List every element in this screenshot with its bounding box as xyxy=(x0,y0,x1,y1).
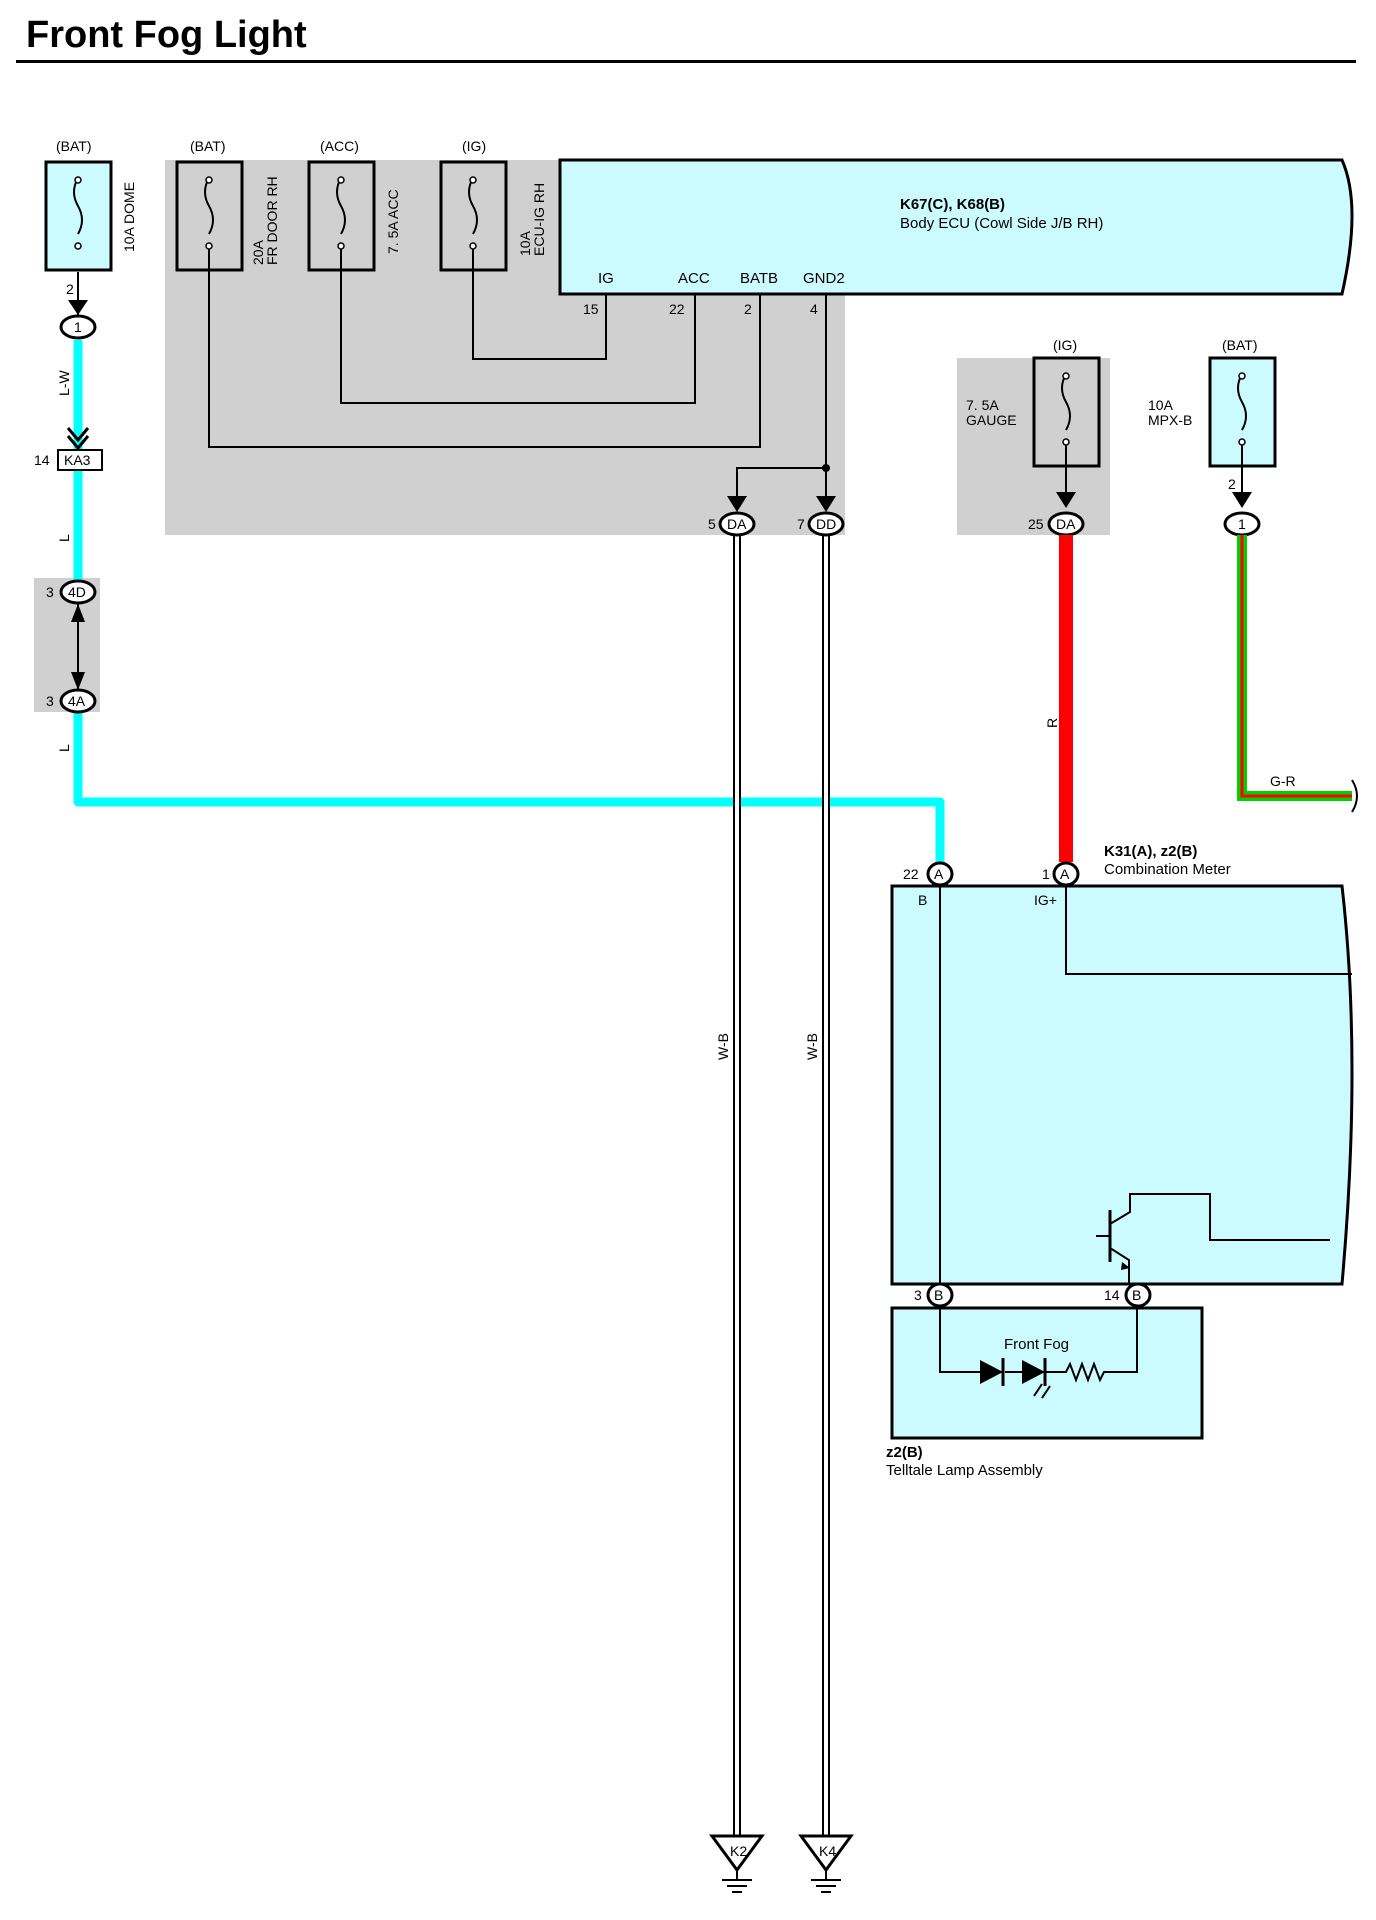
body-ecu-box xyxy=(558,158,1354,296)
ground-k2: K2 xyxy=(709,1834,765,1893)
connector-ka3 xyxy=(57,449,103,471)
arrow-dome xyxy=(68,300,88,315)
svg-text:5: 5 xyxy=(708,516,716,532)
ecu-pin-22: 22 xyxy=(669,301,685,317)
connector-a-1 xyxy=(1052,861,1080,887)
ecu-pin-15: 15 xyxy=(583,301,599,317)
wire-label-wb2: W-B xyxy=(804,1033,820,1060)
svg-text:B: B xyxy=(1132,1287,1141,1303)
connector-dome-1 xyxy=(59,314,97,340)
svg-text:1: 1 xyxy=(74,319,82,335)
svg-text:(BAT): (BAT) xyxy=(56,138,92,154)
svg-text:10A: 10A xyxy=(1148,397,1174,413)
telltale-code: z2(B) xyxy=(886,1444,923,1461)
svg-text:B: B xyxy=(934,1287,943,1303)
meter-terminal-ig: IG+ xyxy=(1034,892,1057,908)
meter-name: Combination Meter xyxy=(1104,861,1231,878)
ecu-terminal-acc: ACC xyxy=(678,270,710,287)
svg-text:DA: DA xyxy=(727,516,747,532)
title-underline xyxy=(16,60,1356,63)
dome-pin-label: 2 xyxy=(66,281,74,297)
ecu-pin-4: 4 xyxy=(810,301,818,317)
meter-internal-wiring xyxy=(939,886,1352,1284)
fuse-10a-mpx-b: (BAT) 10A MPX-B xyxy=(1148,337,1277,468)
connector-4a xyxy=(59,688,97,714)
connector-a-22 xyxy=(926,861,954,887)
svg-text:K2: K2 xyxy=(730,1843,747,1859)
connector-da-5 xyxy=(718,511,756,537)
telltale-name: Telltale Lamp Assembly xyxy=(886,1462,1043,1479)
svg-text:7. 5A: 7. 5A xyxy=(966,397,999,413)
svg-text:(IG): (IG) xyxy=(462,138,486,154)
svg-text:K4: K4 xyxy=(819,1843,836,1859)
meter-terminal-b: B xyxy=(918,892,927,908)
wire-gr-green xyxy=(1237,535,1352,801)
fuse-20a-fr-door-rh: (BAT) 20A FR DOOR RH xyxy=(175,138,280,272)
fuse-10a-ecu-ig-rh: (IG) 10A ECU-IG RH xyxy=(439,138,547,272)
svg-text:3: 3 xyxy=(46,693,54,709)
svg-text:3: 3 xyxy=(46,584,54,600)
splice-point xyxy=(822,464,830,472)
diode-icon xyxy=(980,1360,1003,1384)
svg-text:KA3: KA3 xyxy=(64,452,91,468)
led-icon xyxy=(1022,1360,1045,1384)
front-fog-lamp-circuit xyxy=(939,1306,1138,1399)
fuse-10a-dome: (BAT) 10A DOME xyxy=(44,138,137,272)
svg-text:7. 5A ACC: 7. 5A ACC xyxy=(385,189,401,254)
wire-label-l2: L xyxy=(56,744,72,752)
svg-text:GAUGE: GAUGE xyxy=(966,412,1017,428)
body-ecu-code: K67(C), K68(B) xyxy=(900,196,1005,213)
svg-text:10A: 10A xyxy=(517,230,533,256)
arrow-dd7 xyxy=(816,496,836,512)
svg-text:(BAT): (BAT) xyxy=(190,138,226,154)
svg-text:ECU-IG RH: ECU-IG RH xyxy=(531,183,547,256)
ecu-terminal-batb: BATB xyxy=(740,270,778,287)
svg-text:A: A xyxy=(934,866,944,882)
mpx-pin-label: 2 xyxy=(1228,476,1236,492)
svg-text:A: A xyxy=(1060,866,1070,882)
svg-text:MPX-B: MPX-B xyxy=(1148,412,1192,428)
svg-text:DA: DA xyxy=(1056,516,1076,532)
wire-label-r: R xyxy=(1044,718,1060,728)
wire-break-mark xyxy=(1351,779,1358,813)
wire-l-cyan xyxy=(73,340,945,868)
svg-text:22: 22 xyxy=(903,866,919,882)
svg-text:1: 1 xyxy=(1042,866,1050,882)
svg-text:10A DOME: 10A DOME xyxy=(121,182,137,252)
ecu-pin-2: 2 xyxy=(744,301,752,317)
svg-text:20A: 20A xyxy=(250,239,266,265)
svg-text:25: 25 xyxy=(1028,516,1044,532)
wire-label-lw: L-W xyxy=(56,370,72,396)
ground-k4: K4 xyxy=(798,1834,854,1893)
junction-block-wiring xyxy=(208,249,827,500)
fuse-7-5a-acc: (ACC) 7. 5A ACC xyxy=(307,138,401,272)
svg-text:14: 14 xyxy=(1104,1287,1120,1303)
ecu-terminal-ig: IG xyxy=(598,270,614,287)
page-title: Front Fog Light xyxy=(26,14,307,56)
wire-label-wb1: W-B xyxy=(715,1033,731,1060)
ecu-terminal-gnd2: GND2 xyxy=(803,270,845,287)
combination-meter-box xyxy=(890,884,1354,1286)
transistor-arrow xyxy=(1121,1262,1130,1270)
svg-text:7: 7 xyxy=(797,516,805,532)
svg-text:FR DOOR RH: FR DOOR RH xyxy=(264,176,280,265)
svg-text:4A: 4A xyxy=(68,693,86,709)
svg-text:(IG): (IG) xyxy=(1053,337,1077,353)
svg-text:14: 14 xyxy=(34,452,50,468)
body-ecu-name: Body ECU (Cowl Side J/B RH) xyxy=(900,215,1103,232)
svg-text:(BAT): (BAT) xyxy=(1222,337,1258,353)
svg-text:3: 3 xyxy=(914,1287,922,1303)
svg-text:DD: DD xyxy=(816,516,836,532)
wire-label-gr: G-R xyxy=(1270,773,1296,789)
wire-label-l1: L xyxy=(56,534,72,542)
arrow-da5 xyxy=(727,496,747,512)
front-fog-lamp-label: Front Fog xyxy=(1004,1336,1069,1353)
svg-text:(ACC): (ACC) xyxy=(320,138,359,154)
svg-text:1: 1 xyxy=(1238,516,1246,532)
meter-code: K31(A), z2(B) xyxy=(1104,843,1197,860)
connector-dd-7 xyxy=(807,511,845,537)
svg-text:4D: 4D xyxy=(68,584,86,600)
